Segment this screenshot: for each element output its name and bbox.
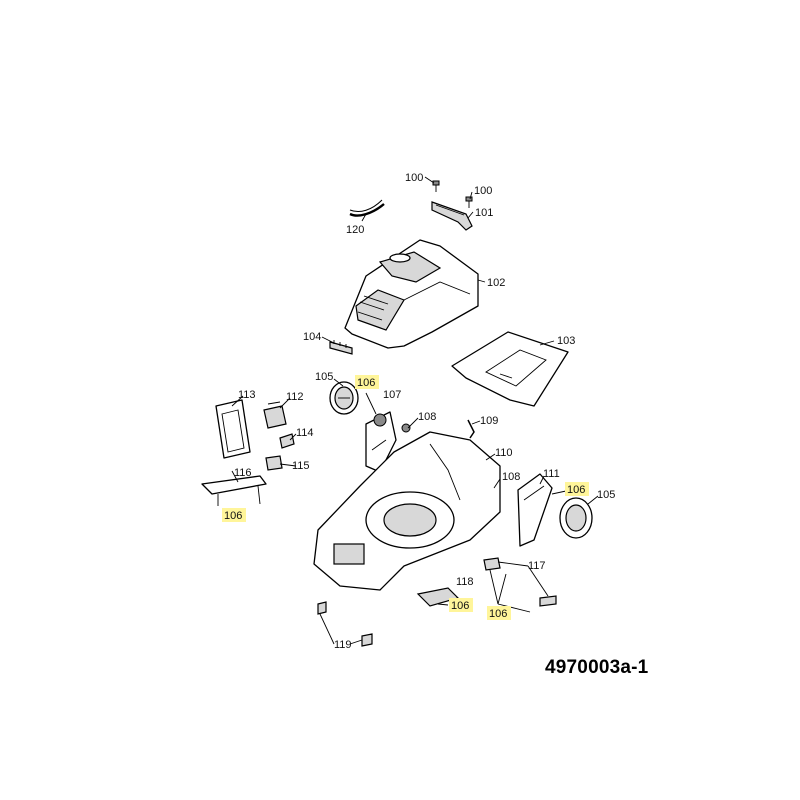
handle-part-101 bbox=[431, 201, 473, 231]
svg-text:100: 100 bbox=[405, 172, 423, 184]
svg-text:115: 115 bbox=[292, 460, 310, 472]
cover-part-102 bbox=[344, 239, 479, 349]
adjuster-part-107 bbox=[365, 411, 397, 473]
svg-text:103: 103 bbox=[557, 335, 575, 347]
svg-text:101: 101 bbox=[475, 207, 493, 219]
clip-part-104 bbox=[329, 340, 353, 355]
diagram-id: 4970003a-1 bbox=[545, 657, 649, 678]
svg-text:100: 100 bbox=[474, 185, 492, 197]
svg-text:119: 119 bbox=[334, 639, 352, 651]
label-106c: 106 bbox=[222, 508, 246, 522]
svg-text:106: 106 bbox=[451, 600, 469, 612]
wheel-part-105a bbox=[329, 381, 359, 415]
svg-text:105: 105 bbox=[597, 489, 615, 501]
svg-text:104: 104 bbox=[303, 331, 321, 343]
bolt-part-108a bbox=[401, 423, 411, 433]
svg-text:106: 106 bbox=[489, 608, 507, 620]
svg-text:113: 113 bbox=[238, 389, 256, 401]
screw-part-100a bbox=[432, 180, 440, 192]
label-119: 119 bbox=[334, 639, 352, 651]
screw-part-100b bbox=[465, 196, 473, 208]
wheel-part-105b bbox=[559, 497, 593, 539]
lever-part-116 bbox=[201, 475, 267, 506]
label-109: 109 bbox=[480, 415, 498, 427]
flap-part-103 bbox=[451, 331, 569, 407]
svg-text:105: 105 bbox=[315, 371, 333, 383]
spring-part-109 bbox=[467, 419, 475, 439]
label-117: 117 bbox=[528, 560, 546, 572]
svg-text:116: 116 bbox=[234, 467, 252, 479]
svg-text:114: 114 bbox=[296, 427, 314, 439]
label-110: 110 bbox=[495, 447, 513, 459]
part-115 bbox=[265, 455, 283, 471]
label-120: 120 bbox=[346, 224, 364, 236]
label-112: 112 bbox=[286, 391, 304, 403]
label-105a: 105 bbox=[315, 371, 333, 383]
label-116: 116 bbox=[234, 467, 252, 479]
cable-part-120 bbox=[349, 199, 385, 217]
label-108a: 108 bbox=[418, 411, 436, 423]
label-115: 115 bbox=[292, 460, 310, 472]
battery-part-112 bbox=[263, 401, 287, 429]
label-100a: 100 bbox=[405, 172, 423, 184]
svg-text:106: 106 bbox=[224, 510, 242, 522]
svg-text:108: 108 bbox=[502, 471, 520, 483]
svg-text:106: 106 bbox=[567, 484, 585, 496]
label-108b: 108 bbox=[502, 471, 520, 483]
leader-lines bbox=[231, 176, 599, 645]
cover-part-113 bbox=[215, 399, 251, 459]
label-102: 102 bbox=[487, 277, 505, 289]
label-114: 114 bbox=[296, 427, 314, 439]
label-104: 104 bbox=[303, 331, 321, 343]
label-106b: 106 bbox=[565, 482, 589, 496]
svg-text:107: 107 bbox=[383, 389, 401, 401]
label-107: 107 bbox=[383, 389, 401, 401]
label-106e: 106 bbox=[487, 606, 511, 620]
label-111: 111 bbox=[543, 468, 560, 480]
deck-part-110 bbox=[313, 431, 501, 591]
label-113: 113 bbox=[238, 389, 256, 401]
svg-text:112: 112 bbox=[286, 391, 304, 403]
label-100b: 100 bbox=[474, 185, 492, 197]
svg-text:110: 110 bbox=[495, 447, 513, 459]
svg-text:106: 106 bbox=[357, 377, 375, 389]
label-103: 103 bbox=[557, 335, 575, 347]
part-114 bbox=[279, 433, 295, 449]
label-105b: 105 bbox=[597, 489, 615, 501]
svg-text:102: 102 bbox=[487, 277, 505, 289]
label-101: 101 bbox=[475, 207, 493, 219]
svg-text:120: 120 bbox=[346, 224, 364, 236]
svg-text:118: 118 bbox=[456, 576, 474, 588]
bracket-part-117 bbox=[483, 557, 557, 607]
svg-text:108: 108 bbox=[418, 411, 436, 423]
svg-text:109: 109 bbox=[480, 415, 498, 427]
clip-part-119 bbox=[317, 601, 373, 647]
label-118: 118 bbox=[456, 576, 474, 588]
svg-text:117: 117 bbox=[528, 560, 546, 572]
panel-part-111 bbox=[517, 473, 553, 547]
label-106a: 106 bbox=[355, 375, 379, 389]
svg-text:111: 111 bbox=[543, 468, 560, 480]
label-106d: 106 bbox=[449, 598, 473, 612]
